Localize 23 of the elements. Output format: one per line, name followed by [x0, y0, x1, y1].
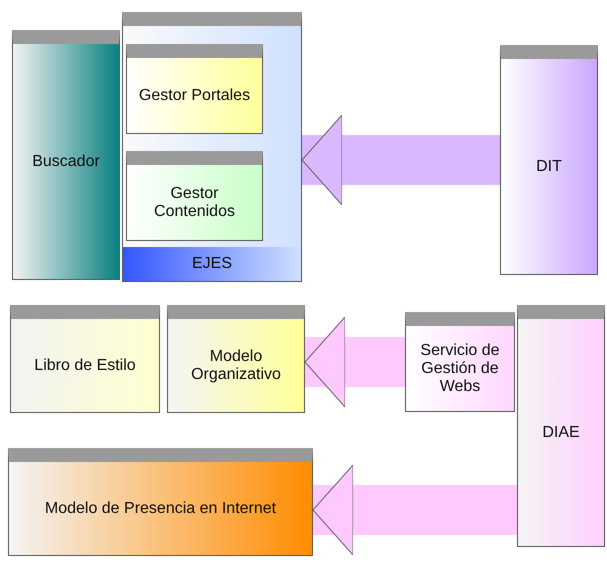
block-arrow [302, 114, 500, 206]
block [126, 44, 263, 134]
block-label: Libro de Estilo [33, 356, 137, 376]
block-label: Gestor Contenidos [153, 184, 236, 222]
block-label: Buscador [31, 152, 101, 172]
block-arrow [312, 464, 517, 556]
block-arrow [304, 316, 405, 408]
block [167, 305, 305, 413]
block-label: Modelo de Presencia en Internet [44, 498, 278, 518]
block-label: Servicio de Gestión de Webs [419, 340, 501, 396]
block [12, 30, 120, 280]
block [405, 312, 515, 412]
block-label: DIT [535, 156, 563, 176]
block-label: Gestor Portales [138, 86, 252, 106]
block [517, 305, 605, 547]
group-block [122, 12, 302, 282]
block-label: DIAE [541, 422, 581, 442]
block-label: Modelo Organizativo [190, 346, 282, 384]
block [8, 448, 313, 556]
block [126, 151, 263, 241]
block [10, 305, 160, 413]
block [500, 45, 598, 275]
block-label: EJES [123, 247, 301, 281]
